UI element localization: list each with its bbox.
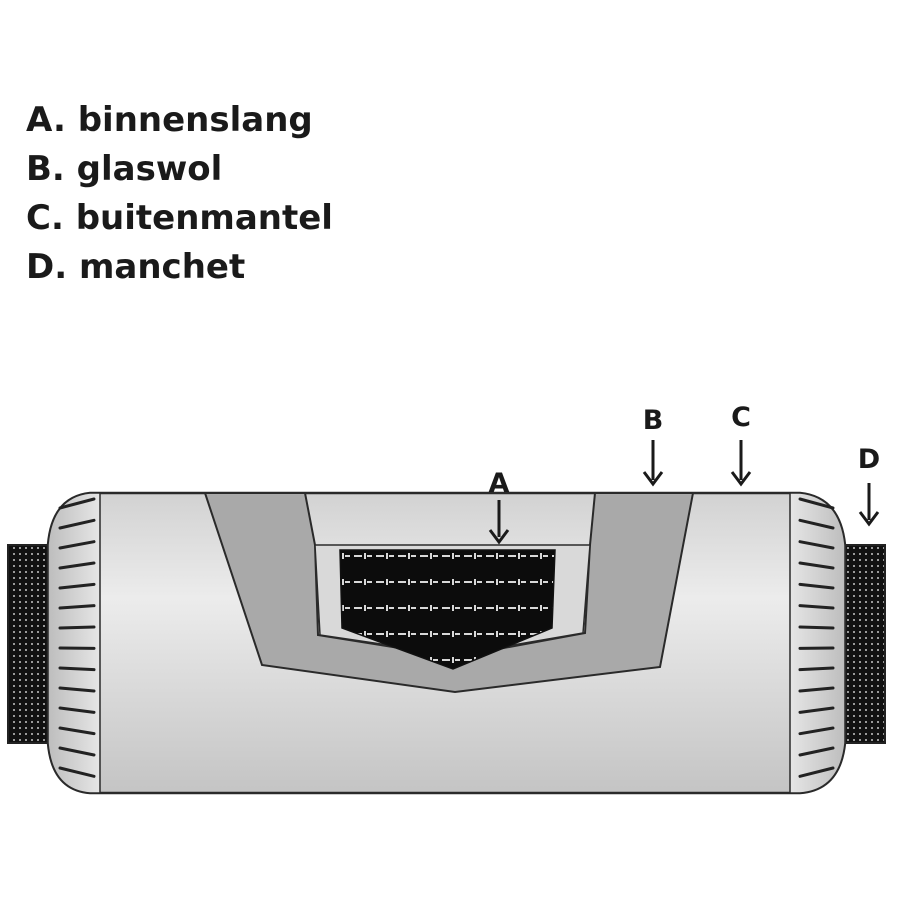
end-cap-spoke bbox=[58, 766, 96, 778]
legend: A. binnenslang B. glaswol C. buitenmante… bbox=[26, 96, 333, 292]
end-cap-spoke bbox=[798, 706, 835, 714]
callout-c: C bbox=[730, 402, 752, 487]
end-cap-spoke bbox=[58, 604, 96, 610]
end-cap-spoke bbox=[58, 582, 96, 590]
left-manchet-mesh bbox=[7, 544, 49, 744]
callout-d: D bbox=[858, 444, 880, 527]
end-cap-spoke bbox=[58, 540, 96, 550]
end-cap-spoke bbox=[798, 726, 835, 736]
callout-arrowhead-d bbox=[858, 511, 880, 527]
legend-item-glaswol: B. glaswol bbox=[26, 149, 223, 189]
end-cap-spoke bbox=[798, 666, 835, 672]
end-cap-spoke bbox=[58, 726, 96, 736]
end-cap-spoke bbox=[798, 561, 835, 570]
end-cap-spoke bbox=[58, 625, 96, 630]
left-end-cap bbox=[47, 492, 101, 794]
right-end-cap-spokes bbox=[798, 497, 835, 778]
end-cap-spoke bbox=[58, 706, 96, 714]
callout-arrowhead-a bbox=[488, 529, 510, 545]
end-cap-spoke bbox=[798, 746, 835, 757]
right-end-cap bbox=[789, 492, 846, 794]
inner-tube-perforated bbox=[339, 549, 556, 670]
callout-arrowhead-c bbox=[730, 471, 752, 487]
legend-item-buitenmantel: C. buitenmantel bbox=[26, 198, 333, 238]
end-cap-spoke bbox=[798, 497, 835, 510]
right-manchet-mesh bbox=[842, 544, 886, 744]
end-cap-spoke bbox=[798, 686, 835, 693]
end-cap-spoke bbox=[58, 518, 96, 530]
callout-b: B bbox=[642, 405, 664, 487]
end-cap-spoke bbox=[58, 746, 96, 757]
callout-label-d: D bbox=[858, 444, 880, 475]
end-cap-spoke bbox=[58, 497, 96, 510]
callout-a: A bbox=[488, 468, 510, 545]
legend-item-manchet: D. manchet bbox=[26, 247, 246, 287]
legend-item-binnenslang: A. binnenslang bbox=[26, 100, 313, 140]
callout-label-b: B bbox=[643, 405, 664, 436]
callout-label-c: C bbox=[731, 402, 751, 433]
end-cap-spoke bbox=[798, 625, 835, 630]
end-cap-spoke bbox=[58, 561, 96, 570]
end-cap-spoke bbox=[58, 686, 96, 693]
callout-arrowhead-b bbox=[642, 471, 664, 487]
end-cap-spoke bbox=[58, 666, 96, 672]
callout-label-a: A bbox=[489, 468, 510, 499]
end-cap-spoke bbox=[798, 766, 835, 778]
left-end-cap-spokes bbox=[58, 497, 96, 778]
end-cap-spoke bbox=[798, 582, 835, 590]
end-cap-spoke bbox=[798, 540, 835, 550]
end-cap-spoke bbox=[798, 604, 835, 610]
end-cap-spoke bbox=[798, 518, 835, 530]
